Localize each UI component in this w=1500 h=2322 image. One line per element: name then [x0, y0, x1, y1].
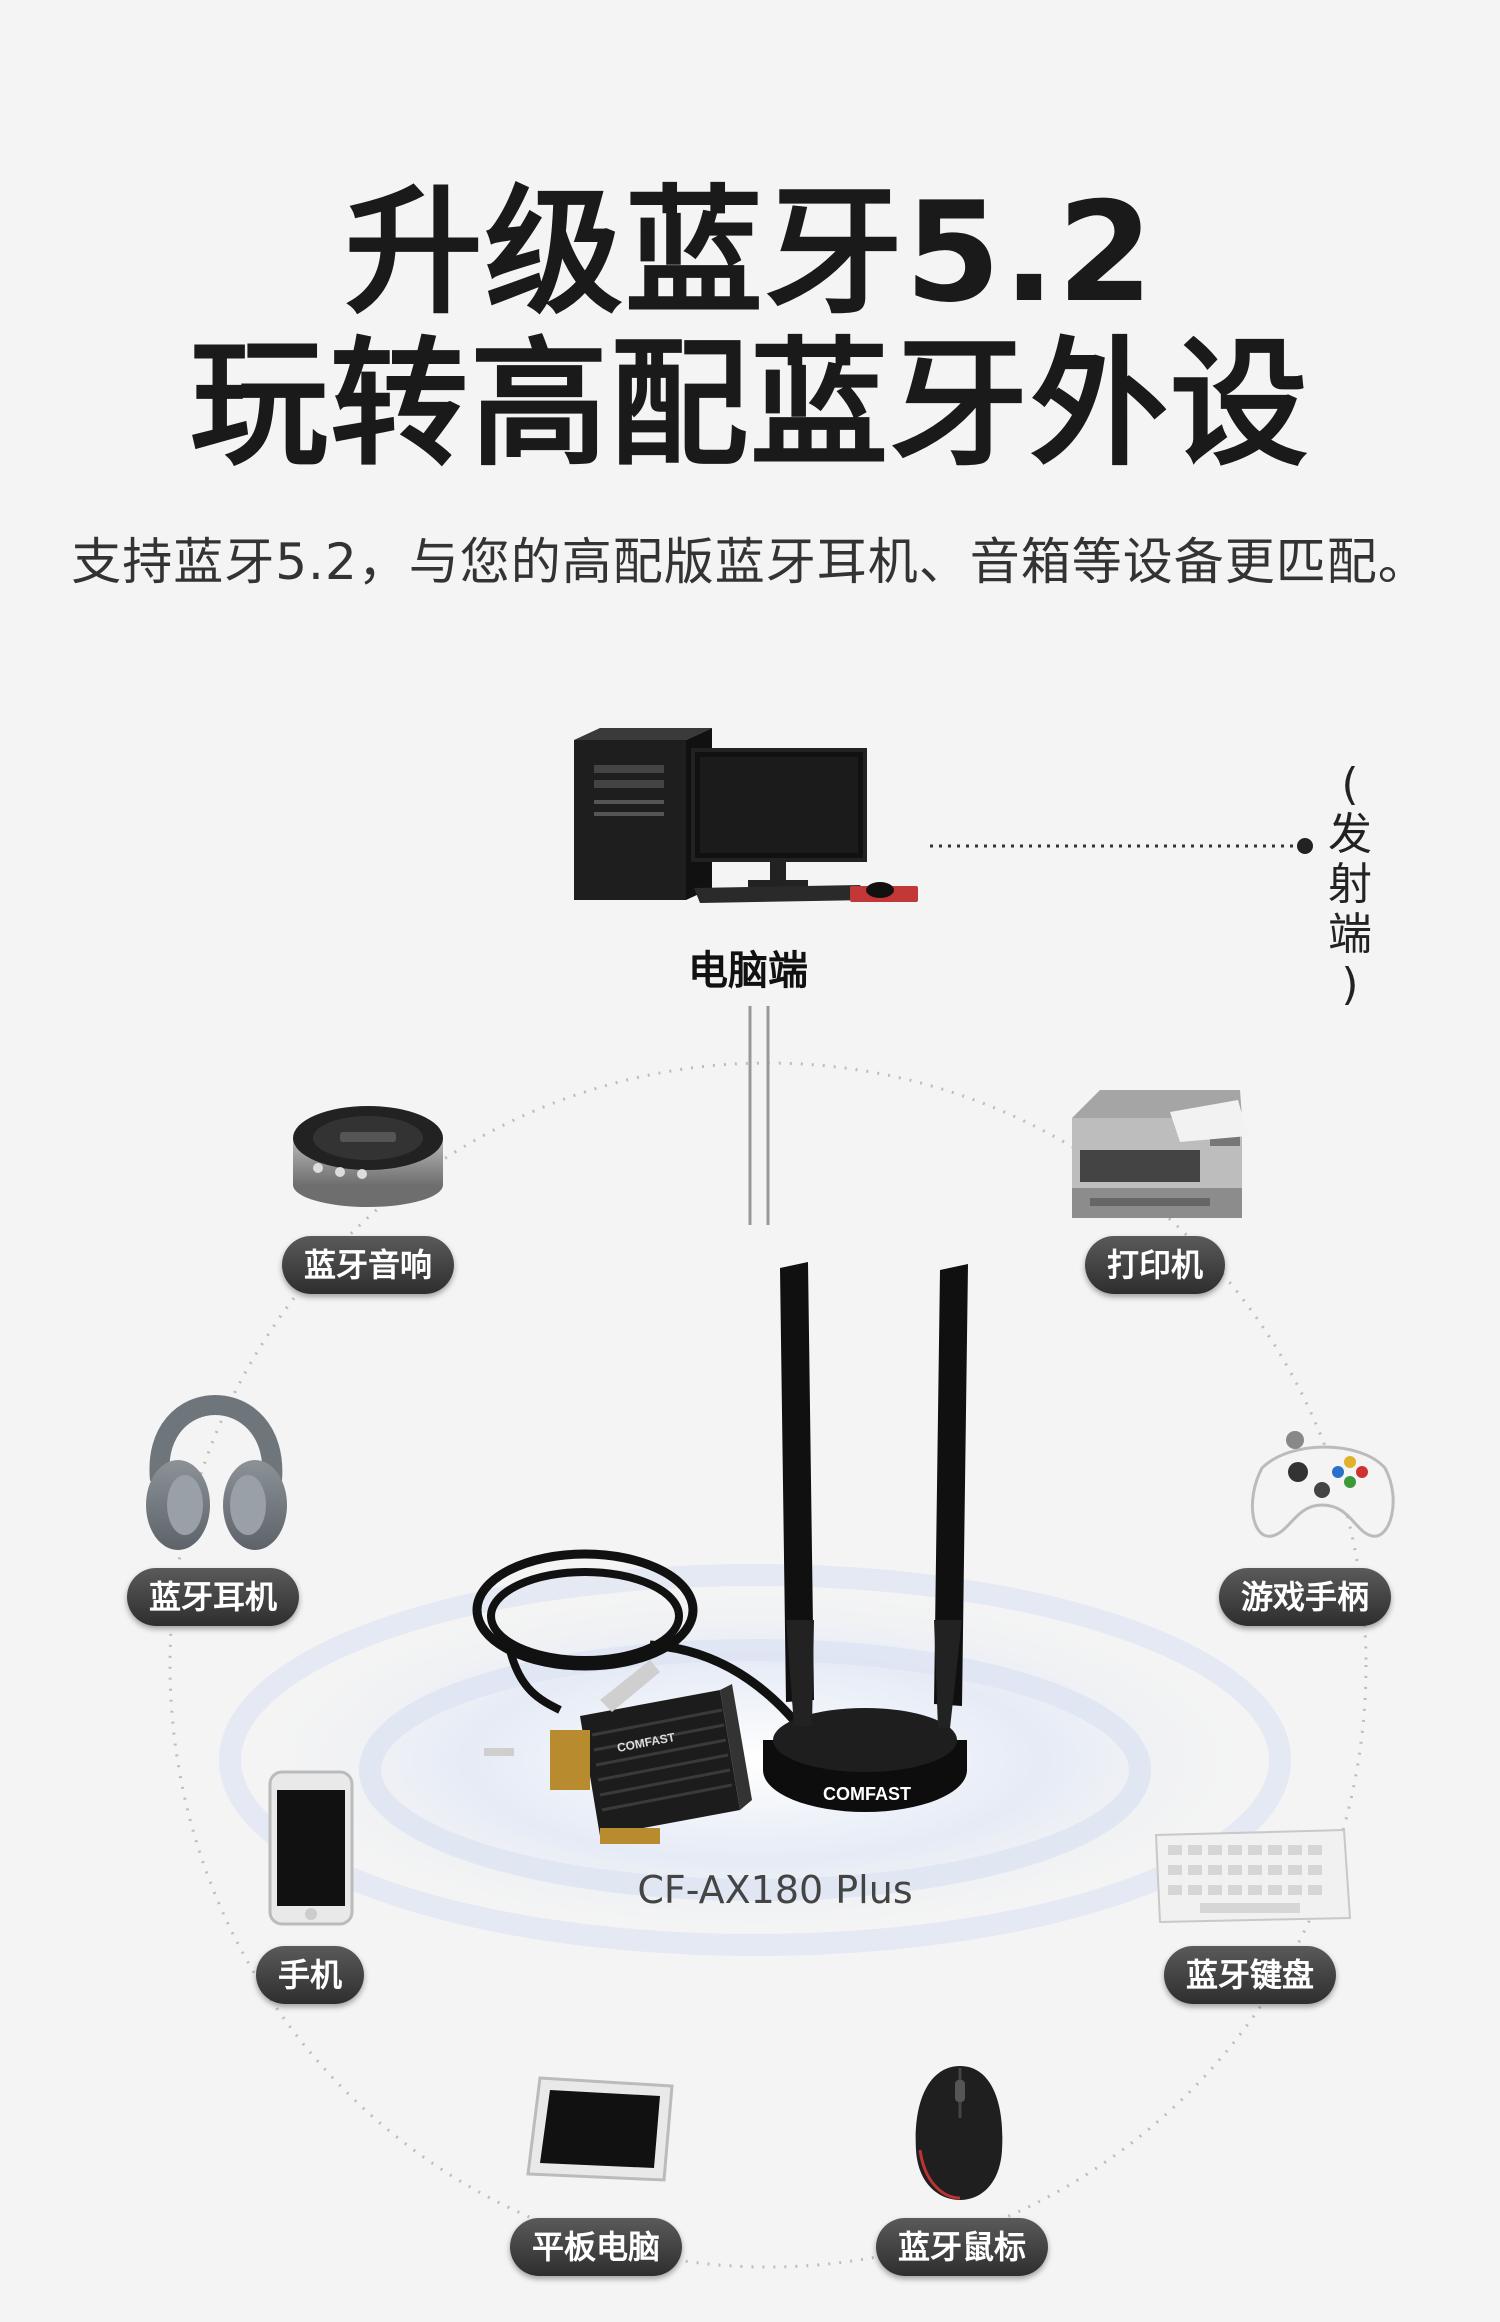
- monitor-icon: [691, 748, 918, 903]
- headline-line-2: 玩转高配蓝牙外设: [189, 324, 1310, 485]
- tablet-icon: [526, 2076, 674, 2182]
- pc-label: 电脑端: [688, 948, 808, 994]
- device-label-tablet: 平板电脑: [509, 2218, 683, 2276]
- device-label-phone: 手机: [255, 1946, 365, 2004]
- product-model-label: CF-AX180 Plus: [637, 1868, 913, 1912]
- gamepad-icon: [1250, 1431, 1395, 1538]
- headphones-icon: [146, 1395, 287, 1550]
- base-brand-text: COMFAST: [823, 1784, 911, 1804]
- device-label-headphones: 蓝牙耳机: [126, 1568, 300, 1626]
- device-label-keyboard: 蓝牙键盘: [1163, 1946, 1337, 2004]
- wifi-card-product: [472, 1262, 968, 1844]
- device-label-printer: 打印机: [1084, 1236, 1226, 1294]
- subtitle: 支持蓝牙5.2，与您的高配版蓝牙耳机、音箱等设备更匹配。: [71, 533, 1429, 591]
- speaker-icon: [293, 1106, 443, 1207]
- headline-line-1: 升级蓝牙5.2: [344, 172, 1156, 333]
- transmitter-side-label: ( 发 射 端 ): [1328, 759, 1372, 1010]
- device-label-gamepad: 游戏手柄: [1218, 1568, 1392, 1626]
- device-label-speaker: 蓝牙音响: [281, 1236, 455, 1294]
- device-label-mouse: 蓝牙鼠标: [875, 2218, 1049, 2276]
- printer-icon: [1072, 1090, 1248, 1218]
- mouse-icon: [915, 2066, 1003, 2200]
- keyboard-icon: [1154, 1828, 1352, 1924]
- phone-icon: [268, 1770, 354, 1926]
